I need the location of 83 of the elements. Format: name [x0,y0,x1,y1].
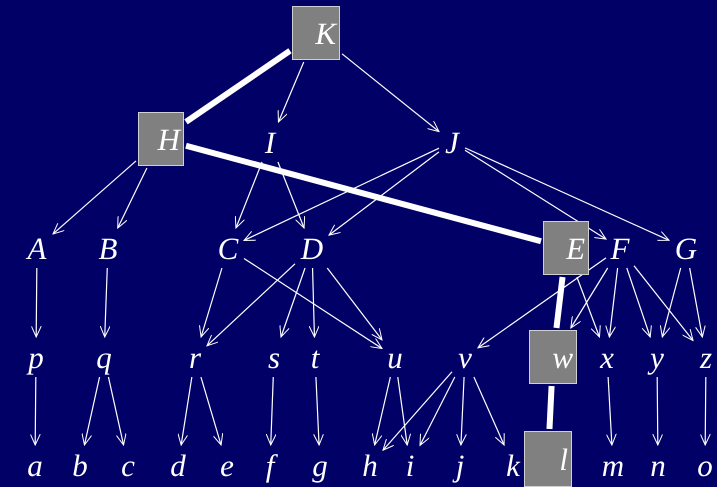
arrow [52,160,136,234]
arrow [81,376,100,446]
arrow [117,168,148,228]
arrow [464,150,606,240]
node-letter: g [309,447,331,483]
node-letter: b [69,447,91,483]
highlighted-node: w [529,330,577,384]
node-letter: s [264,339,284,375]
node-letter: j [452,447,468,483]
node-letter: f [259,447,281,483]
node-letter: u [384,339,406,375]
highlighted-node: l [524,431,572,487]
arrow [279,268,306,338]
arrow [206,263,296,346]
node-letter: t [306,339,324,375]
node-letter: p [25,339,47,375]
arrow [108,376,127,446]
arrow [397,376,412,446]
arrow [464,147,670,241]
node-letter: n [647,447,669,483]
arrow [326,268,382,340]
arrow [605,268,618,338]
node-letter: C [214,230,242,266]
arrow [308,268,320,338]
arrow [419,376,456,446]
arrow [198,268,223,338]
node-letter: B [94,230,122,266]
arrow [660,268,682,338]
arrow [328,151,440,236]
arrow [626,268,652,338]
arrow [313,376,324,446]
node-letter: G [671,230,701,266]
arrow [277,162,306,228]
arrow [30,377,41,446]
node-letter: h [359,447,381,483]
node-letter: a [24,447,46,483]
arrow [100,268,111,338]
node-letter: k [503,447,523,483]
arrow [266,376,277,446]
node-letter: o [694,447,716,483]
node-letter: I [259,124,281,160]
highlighted-node: H [138,112,184,166]
connector-line [185,142,542,244]
node-letter: q [93,339,115,375]
connector-line [553,276,566,328]
arrow [700,377,711,446]
arrow [570,268,608,328]
arrow [382,371,452,451]
arrow [200,376,224,446]
node-letter: y [646,339,668,375]
arrow [606,376,617,446]
arrow [652,377,664,446]
connector-line [546,386,555,430]
arrow [478,257,606,348]
node-letter: d [167,447,189,483]
arrow [634,265,694,342]
node-letter: z [695,339,717,375]
arrow [576,276,601,338]
node-letter: J [441,124,463,160]
node-letter: A [23,230,51,266]
node-letter: m [598,447,628,483]
node-letter: c [117,447,139,483]
node-letter: r [185,339,205,375]
arrow [234,162,263,228]
arrow [689,268,706,338]
highlighted-node: K [292,6,340,60]
arrow [244,148,440,241]
node-letter: F [608,230,632,266]
arrow [278,62,304,122]
node-letter: D [297,230,327,266]
highlighted-node: E [543,221,589,275]
node-letter: x [596,339,618,375]
arrow [473,376,505,446]
connector-line [184,48,292,124]
arrow [342,53,440,132]
arrow [456,376,467,446]
arrow [177,376,192,446]
node-letter: e [216,447,238,483]
node-letter: i [402,447,418,483]
arrow [372,376,391,446]
arrow [244,258,382,350]
arrow [30,268,42,338]
node-letter: v [454,339,476,375]
